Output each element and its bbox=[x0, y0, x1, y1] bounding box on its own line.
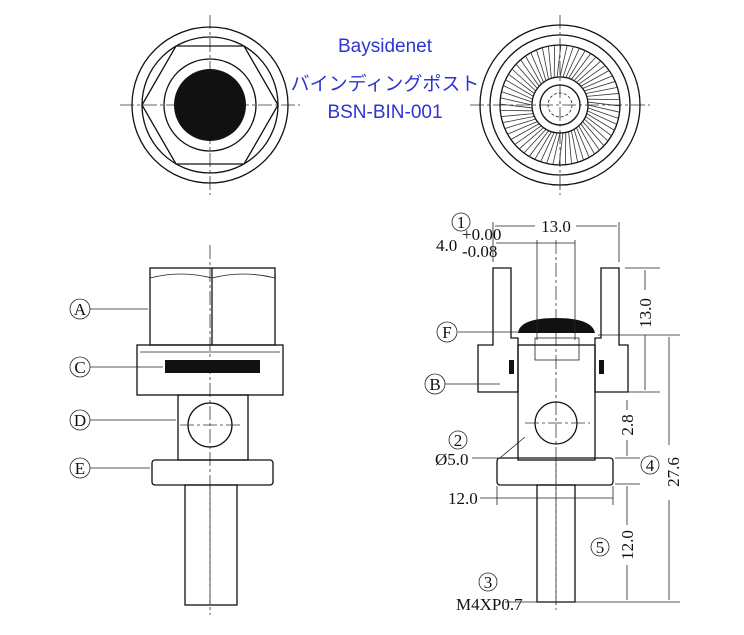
knurl-line bbox=[552, 132, 561, 165]
black-band bbox=[165, 360, 260, 373]
dim-thread-spec: M4XP0.7 bbox=[456, 595, 523, 614]
black-cap-circle bbox=[174, 69, 246, 141]
knurl-line bbox=[582, 75, 613, 89]
model-number: BSN-BIN-001 bbox=[327, 102, 443, 123]
knurl-line bbox=[587, 107, 619, 119]
label-d: D bbox=[74, 411, 86, 430]
knurl-line bbox=[523, 128, 547, 154]
knurl-line bbox=[548, 46, 552, 79]
dim-hole-tol-upper: +0.00 bbox=[462, 225, 501, 244]
knurl-line bbox=[499, 103, 533, 109]
dim-washer-dia: 12.0 bbox=[448, 489, 478, 508]
label-a: A bbox=[74, 300, 87, 319]
knurl-line bbox=[578, 65, 606, 85]
brand-title: Baysidenet bbox=[337, 36, 432, 57]
knurl-line bbox=[534, 131, 552, 160]
knurl-line bbox=[585, 86, 618, 95]
label-e: E bbox=[75, 459, 85, 478]
knurl-line bbox=[510, 123, 540, 140]
knurl-line bbox=[556, 44, 562, 78]
dim-total-length: 27.6 bbox=[664, 457, 683, 487]
dim-hole-dia: 4.0 bbox=[436, 236, 457, 255]
product-name: バインディングポスト bbox=[290, 74, 480, 95]
knurl-line bbox=[584, 81, 616, 92]
knurl-line bbox=[518, 127, 544, 150]
knurl-line bbox=[580, 123, 600, 151]
dimension-lines bbox=[445, 222, 680, 603]
knurl-line bbox=[520, 59, 540, 87]
label-f: F bbox=[442, 323, 451, 342]
knurl-line bbox=[515, 63, 538, 89]
knurl-line bbox=[568, 131, 572, 164]
knurl-line bbox=[570, 130, 579, 163]
knurl-line bbox=[501, 91, 533, 103]
knurl-line bbox=[536, 49, 547, 81]
knurl-line bbox=[500, 97, 533, 106]
knurl-line bbox=[576, 127, 590, 158]
knurl-line bbox=[541, 47, 550, 80]
callout-4: 4 bbox=[646, 456, 655, 475]
knurl-pattern bbox=[499, 44, 621, 166]
knurl-line bbox=[502, 115, 535, 124]
top-view-front bbox=[120, 15, 300, 195]
knurl-line bbox=[565, 48, 580, 78]
knurl-line bbox=[580, 70, 610, 87]
knurl-line bbox=[501, 113, 534, 117]
knurl-line bbox=[585, 116, 612, 137]
knurl-line bbox=[530, 52, 544, 83]
knurl-line bbox=[586, 93, 619, 97]
knurl-line bbox=[571, 53, 592, 80]
knurl-line bbox=[503, 85, 533, 100]
knurl-line bbox=[586, 113, 615, 131]
knurl-line bbox=[507, 121, 538, 135]
knurl-line bbox=[587, 110, 617, 125]
knurl-line bbox=[546, 132, 558, 164]
knurl-line bbox=[505, 79, 534, 97]
dim-cap-width: 13.0 bbox=[541, 217, 571, 236]
callout-5: 5 bbox=[596, 538, 605, 557]
callout-1: 1 bbox=[457, 213, 466, 232]
label-c: C bbox=[74, 358, 85, 377]
dimension-text: 1 13.0 4.0 +0.00 -0.08 13.0 F B 2.8 2 Ø5… bbox=[424, 212, 683, 614]
dim-cap-height: 13.0 bbox=[636, 298, 655, 328]
callout-3: 3 bbox=[484, 573, 493, 592]
knurl-line bbox=[573, 129, 584, 161]
knurl-line bbox=[587, 101, 621, 107]
knurl-line bbox=[568, 50, 586, 79]
knurl-line bbox=[573, 56, 597, 82]
knurl-line bbox=[504, 118, 536, 129]
knurl-line bbox=[559, 45, 568, 78]
knurl-line bbox=[582, 121, 605, 147]
dim-bolt-length: 12.0 bbox=[618, 530, 637, 560]
dim-ball-hole-dia: Ø5.0 bbox=[435, 450, 469, 469]
side-view bbox=[136, 245, 284, 615]
knurl-line bbox=[514, 125, 542, 145]
knurl-line bbox=[562, 46, 574, 78]
knurl-line bbox=[511, 68, 537, 92]
label-b: B bbox=[429, 375, 440, 394]
dim-ball-offset: 2.8 bbox=[618, 414, 637, 435]
knurl-line bbox=[576, 60, 602, 83]
knurl-line bbox=[528, 130, 549, 157]
knurl-line bbox=[525, 55, 542, 85]
knurl-line bbox=[508, 73, 535, 94]
knurl-line bbox=[587, 104, 620, 113]
knurl-line bbox=[540, 132, 555, 162]
knurl-line bbox=[578, 125, 595, 155]
dim-hole-tol-lower: -0.08 bbox=[462, 242, 497, 261]
callout-2: 2 bbox=[454, 431, 463, 450]
knurl-line bbox=[558, 132, 564, 166]
left-callouts: A C D E bbox=[69, 298, 176, 479]
knurl-line bbox=[583, 118, 609, 142]
top-view-back bbox=[470, 15, 650, 195]
